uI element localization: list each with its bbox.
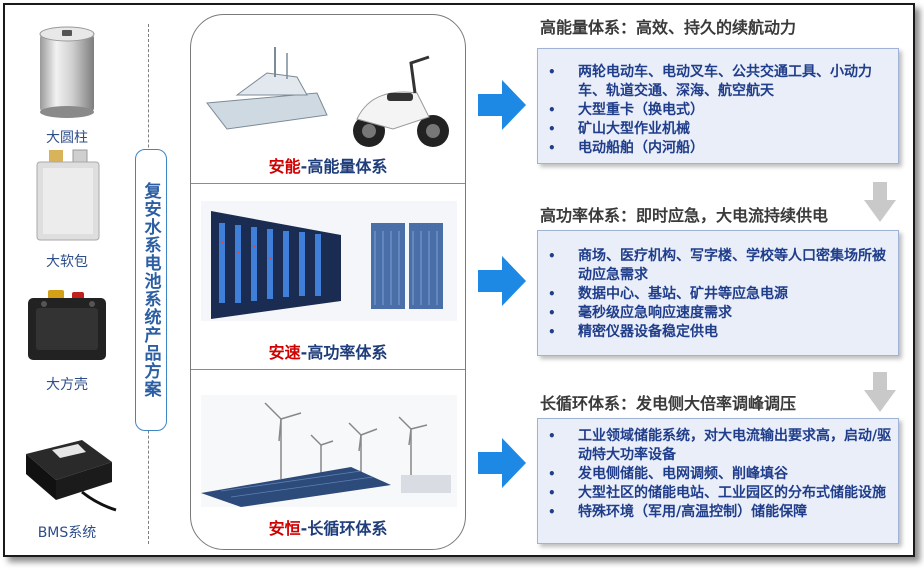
down-arrow-icon [864,372,896,412]
section-box-3: 工业领域储能系统，对大电流输出要求高，启动/驱动特大功率设备 发电侧储能、电网调… [537,418,899,544]
product-bms: BMS系统 [12,432,122,542]
solution-title: 复安水系电池系统产品方案 [140,182,161,398]
system-caption-3: 安恒-长循环体系 [191,515,465,539]
brand-name: 安速 [268,343,301,362]
list-item: 大型社区的储能电站、工业园区的分布式储能设施 [548,484,892,503]
product-label: 大圆柱 [46,130,88,146]
panel-divider [191,369,465,370]
list-item: 矿山大型作业机械 [548,120,892,139]
product-pouch: 大软包 [12,148,122,271]
list-item: 精密仪器设备稳定供电 [548,323,892,342]
system-name: -高功率体系 [300,343,388,362]
bms-module-icon [26,440,117,512]
right-arrow-icon [478,438,526,488]
list-item: 两轮电动车、电动叉车、公共交通工具、小动力车、轨道交通、深海、航空航天 [548,63,892,101]
brand-name: 安恒 [268,519,301,538]
system-panel: 安能-高能量体系 安速-高功率体系 [190,14,466,550]
system-caption-1: 安能-高能量体系 [191,153,465,177]
pouch-battery-icon [36,149,100,241]
cylinder-battery-icon [39,26,95,118]
product-label: 大软包 [46,254,88,270]
system-name: -长循环体系 [300,519,388,538]
right-arrow-icon [478,256,526,306]
section-title: 长循环体系：发电侧大倍率调峰调压 [540,394,797,413]
brand-name: 安能 [268,157,301,176]
boat-scooter-image [206,47,449,147]
list-item: 电动船舶（内河船） [548,139,892,158]
section-box-1: 两轮电动车、电动叉车、公共交通工具、小动力车、轨道交通、深海、航空航天 大型重卡… [537,48,899,164]
list-item: 工业领域储能系统，对大电流输出要求高，启动/驱动特大功率设备 [548,427,892,465]
section-box-2: 商场、医疗机构、写字楼、学校等人口密集场所被动应急需求 数据中心、基站、矿井等应… [537,230,899,356]
section-title: 高功率体系：即时应急，大电流持续供电 [540,206,829,225]
product-prismatic: 大方壳 [12,288,122,394]
list-item: 毫秒级应急响应速度需求 [548,304,892,323]
section-title: 高能量体系：高效、持久的续航动力 [540,18,797,37]
list-item: 特殊环境（军用/高温控制）储能保障 [548,503,892,522]
product-cylinder: 大圆柱 [12,24,122,147]
system-caption-2: 安速-高功率体系 [191,339,465,363]
down-arrow-icon [864,182,896,222]
wind-solar-image [201,395,457,507]
right-arrow-icon [478,80,526,130]
list-item: 商场、医疗机构、写字楼、学校等人口密集场所被动应急需求 [548,247,892,285]
system-name: -高能量体系 [300,157,388,176]
list-item: 数据中心、基站、矿井等应急电源 [548,285,892,304]
list-item: 发电侧储能、电网调频、削峰填谷 [548,465,892,484]
list-item: 大型重卡（换电式） [548,101,892,120]
product-label: BMS系统 [37,525,97,541]
solution-title-box: 复安水系电池系统产品方案 [135,149,167,431]
panel-divider [191,183,465,184]
data-center-image [201,201,457,321]
prismatic-battery-icon [28,290,106,360]
product-label: 大方壳 [46,377,88,393]
